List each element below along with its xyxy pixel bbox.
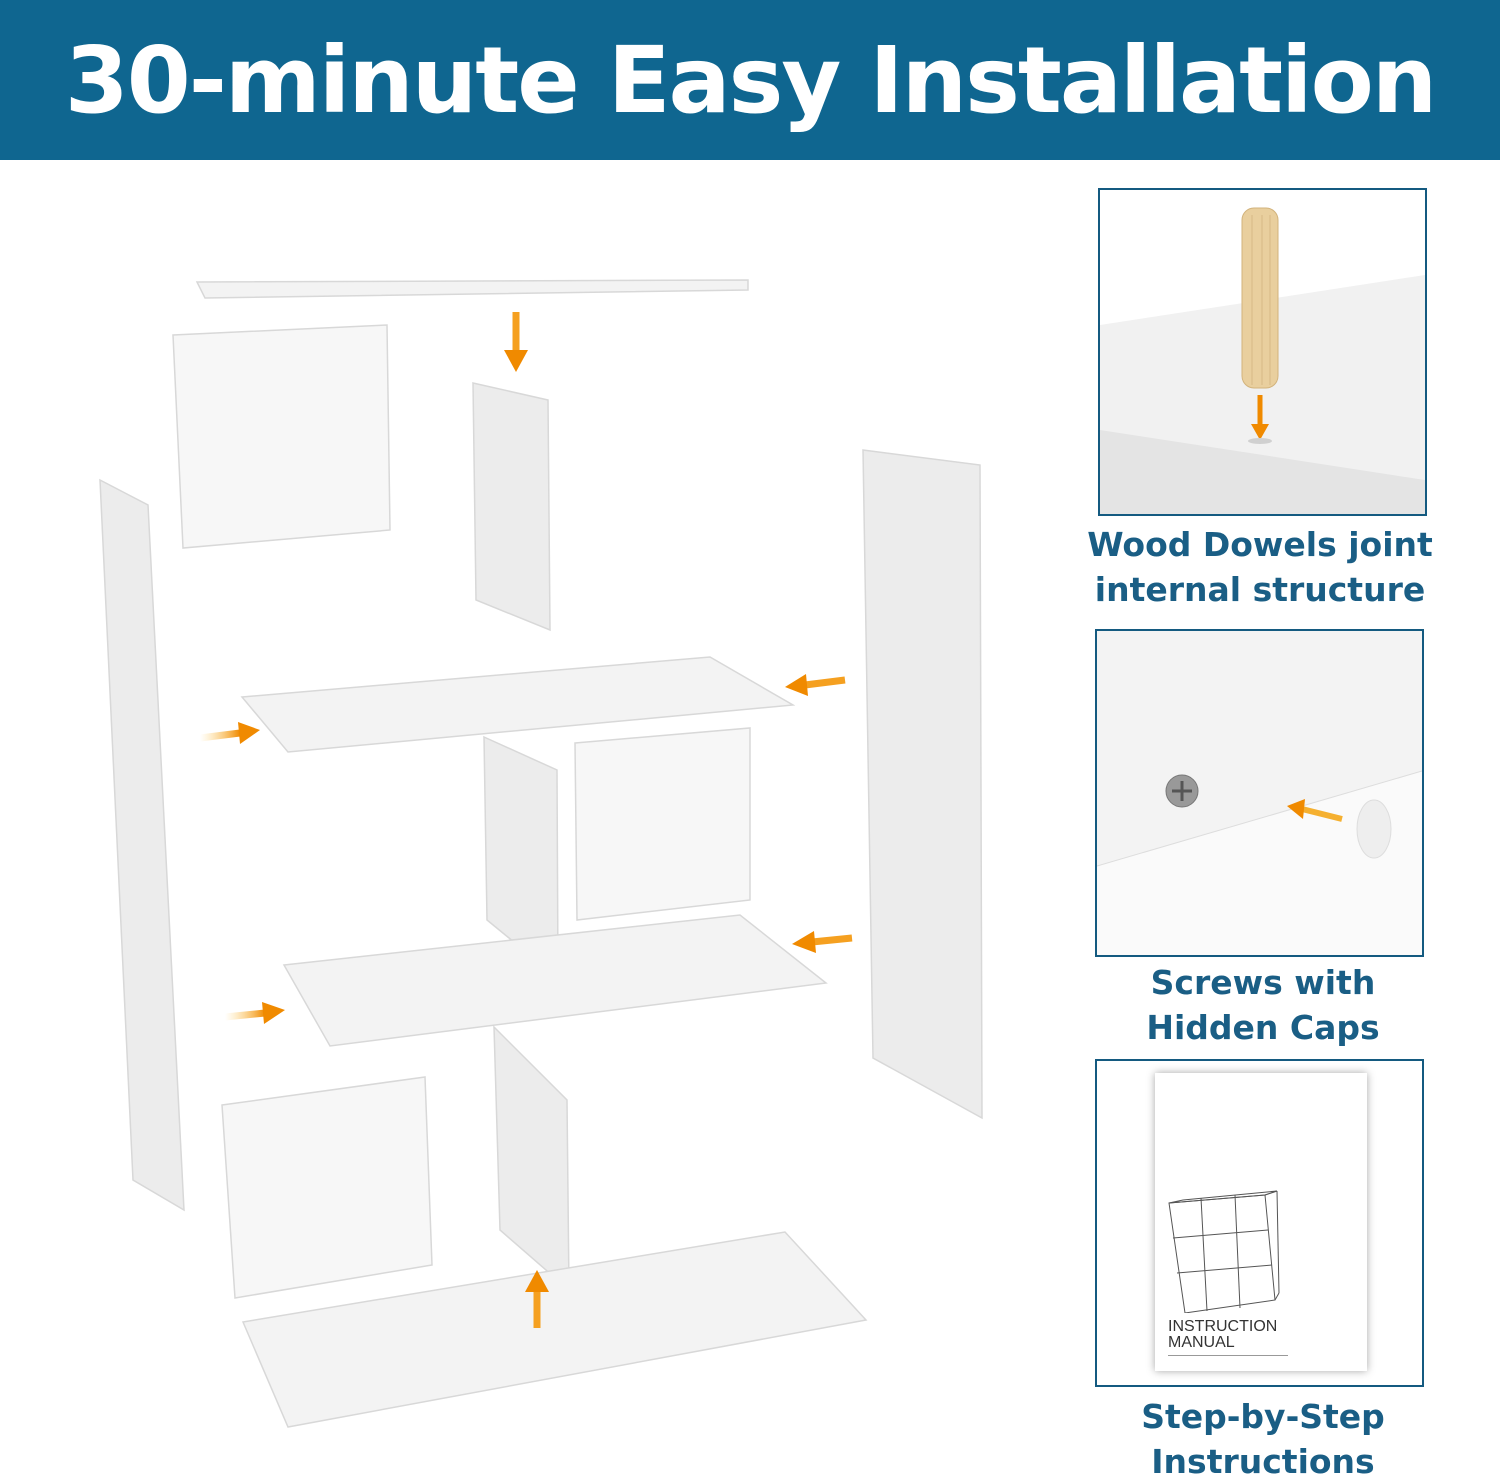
back-panel (172, 324, 391, 549)
cube-shelf-drawing (1168, 1190, 1280, 1313)
arrow-left-icon (792, 931, 853, 953)
top-board (195, 279, 749, 299)
arrow-left-icon (785, 674, 846, 696)
back-panel (221, 1076, 433, 1299)
arrow-right-icon (199, 722, 260, 744)
arrow-right-icon (224, 1002, 285, 1024)
feature-image-screws (1095, 629, 1424, 957)
feature-caption-manual: Step-by-Step Instructions (1141, 1397, 1385, 1481)
back-panel (574, 727, 751, 921)
left-side-panel (99, 478, 185, 1212)
feature-image-dowels (1098, 188, 1427, 516)
screw-cap-icon (1097, 631, 1422, 955)
arrow-down-icon (504, 312, 528, 372)
feature-caption-dowels: Wood Dowels joint internal structure (1087, 525, 1433, 609)
shelf-board (282, 914, 828, 1047)
right-side-panel (862, 449, 983, 1120)
divider-panel (493, 1025, 570, 1292)
arrow-up-icon (525, 1270, 549, 1328)
header-banner: 30-minute Easy Installation (0, 0, 1500, 160)
page-title: 30-minute Easy Installation (64, 26, 1438, 134)
wood-dowel-icon (1100, 207, 1425, 514)
instruction-manual-icon: INSTRUCTION MANUAL (1155, 1073, 1367, 1371)
shelf-board (240, 656, 796, 753)
divider (1168, 1355, 1288, 1356)
divider-panel (472, 382, 551, 632)
bottom-board (241, 1231, 868, 1428)
manual-title: INSTRUCTION MANUAL (1168, 1318, 1278, 1351)
feature-caption-screws: Screws with Hidden Caps (1146, 963, 1380, 1047)
feature-image-manual: INSTRUCTION MANUAL (1095, 1059, 1424, 1387)
